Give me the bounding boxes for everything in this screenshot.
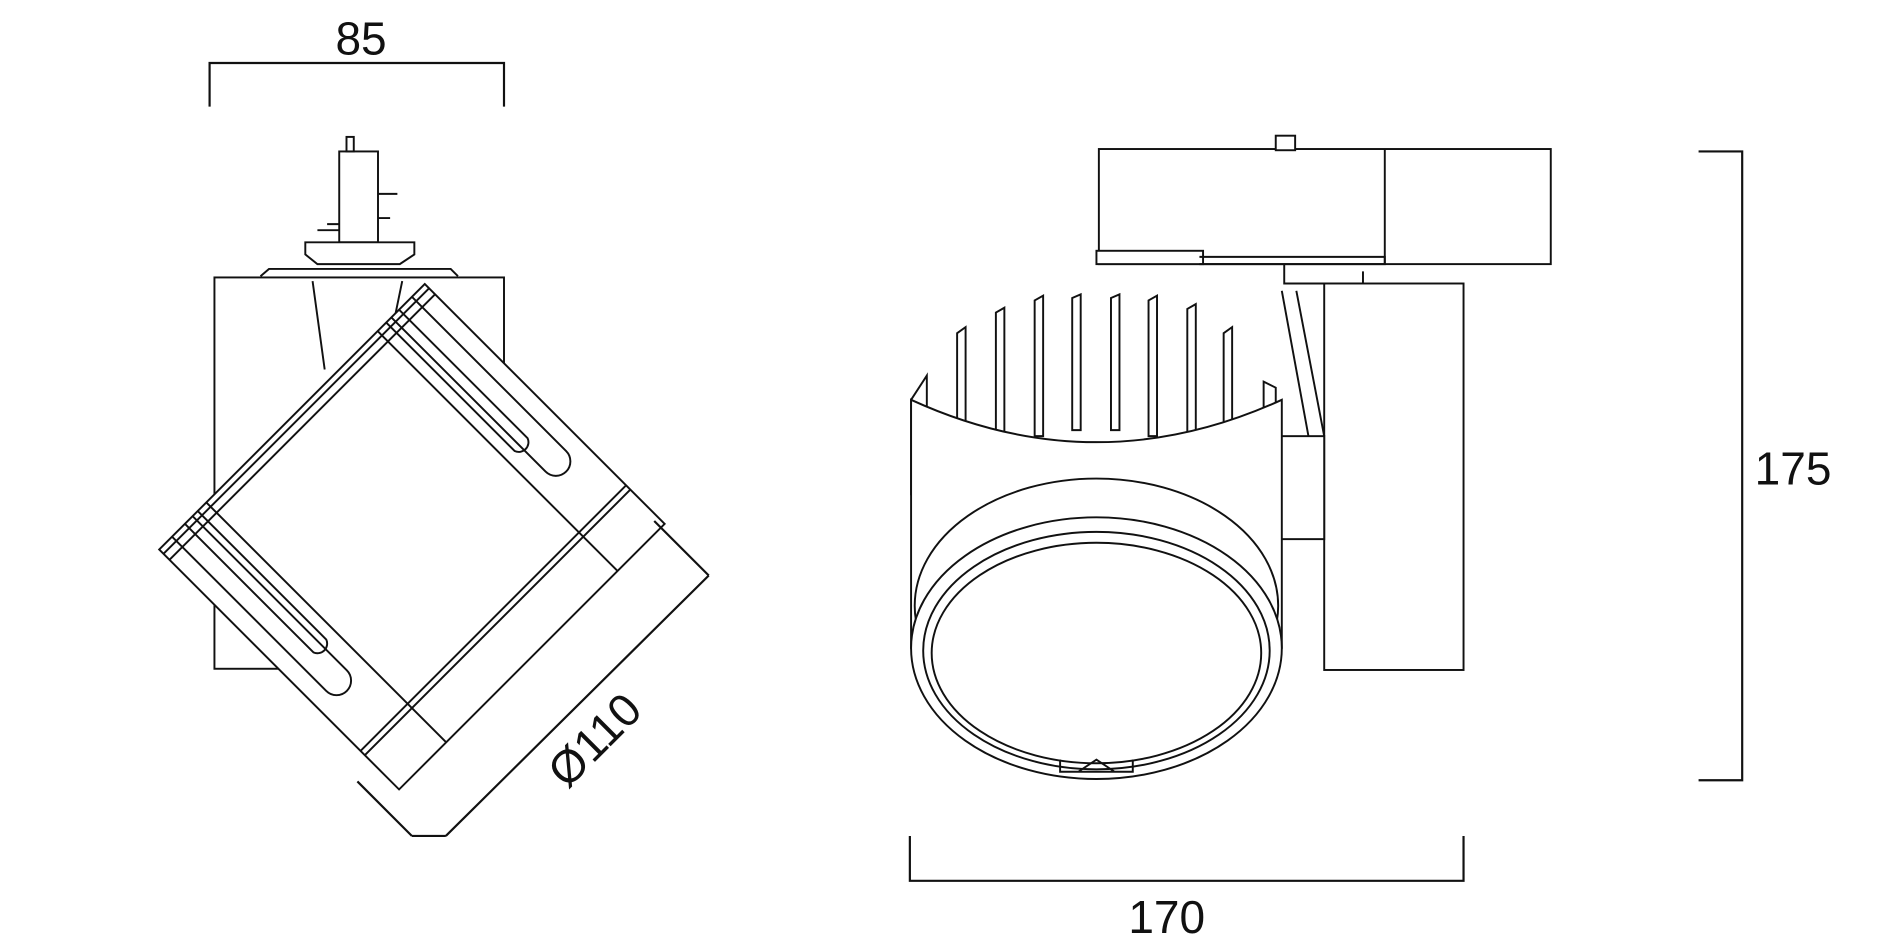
height-dimension-line — [1698, 150, 1744, 782]
head-body — [910, 398, 1283, 780]
head-cylinder — [157, 282, 667, 791]
height-dimension-label: 175 — [1755, 443, 1832, 495]
track-adapter — [259, 135, 459, 277]
track-adapter-housing — [1095, 134, 1552, 285]
width-dimension-label: 85 — [335, 13, 386, 65]
width-dimension-line — [208, 61, 506, 107]
length-dimension-label: 170 — [1128, 891, 1205, 943]
side-view: 170 175 — [908, 134, 1832, 943]
front-view: 85 Ø110 — [157, 13, 710, 838]
diameter-dimension-line — [356, 520, 710, 838]
front-bezel — [910, 516, 1283, 780]
length-dimension-line — [908, 835, 1465, 882]
diameter-dimension-label: Ø110 — [537, 683, 651, 797]
lens — [930, 541, 1263, 765]
side-bracket — [1323, 282, 1465, 671]
side-bracket-arm — [1280, 290, 1326, 437]
